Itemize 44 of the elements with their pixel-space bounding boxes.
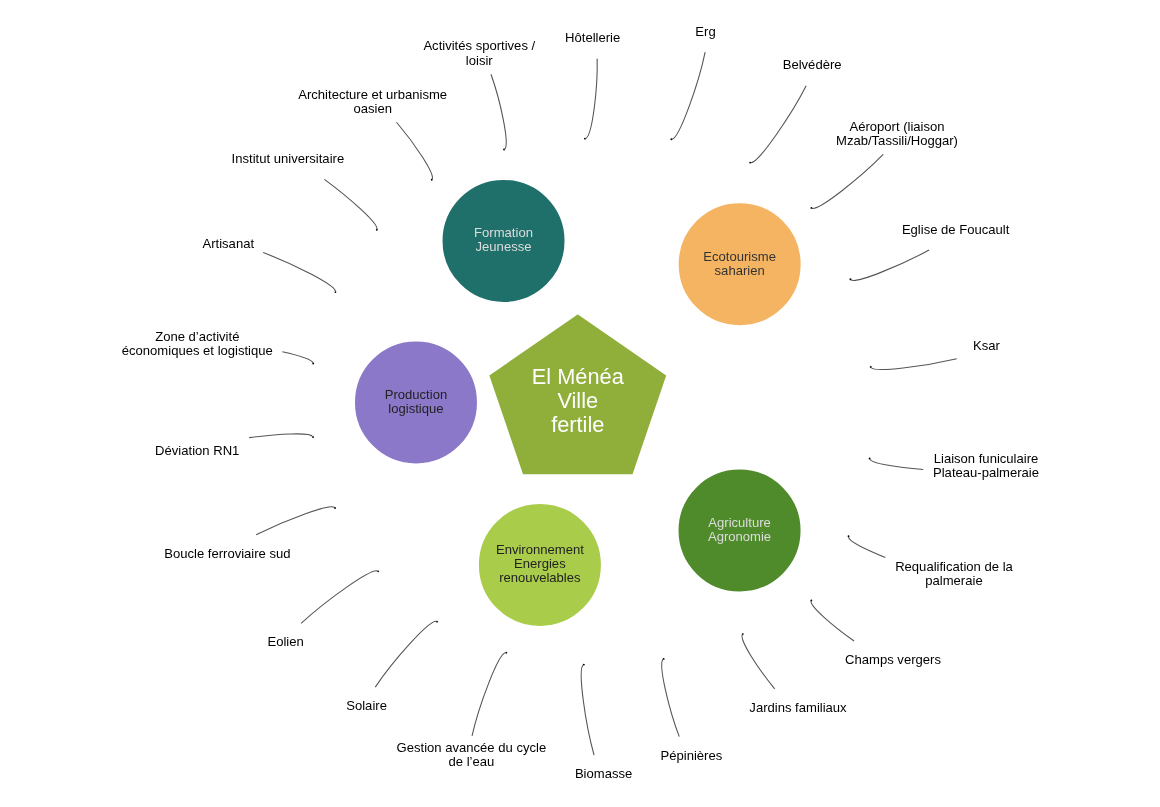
node-text: Solaire	[345, 698, 387, 714]
node-text: Pépinières	[660, 748, 722, 764]
node-text: Aéroport (liaison Mzab/Tassili/Hoggar)	[835, 118, 958, 149]
connector	[281, 351, 314, 364]
connector	[395, 121, 433, 180]
node-text: Architecture et urbanisme oasien	[297, 86, 447, 116]
connector	[262, 251, 336, 293]
node-text: Ksar	[972, 338, 1000, 354]
connector	[471, 652, 506, 737]
node-text: Champs vergers	[844, 652, 941, 668]
connector	[300, 570, 378, 624]
connector	[847, 536, 886, 558]
connector	[323, 178, 378, 230]
node-text: Institut universitaire	[231, 150, 344, 166]
connector	[374, 620, 437, 688]
node-text: Biomasse	[574, 766, 632, 782]
connector	[671, 51, 706, 140]
connector	[849, 249, 930, 281]
node-text: Liaison funiculaire Plateau-palmeraie	[932, 451, 1039, 481]
node-text: Activités sportives / loisir	[422, 38, 535, 68]
connector	[580, 664, 595, 756]
connector	[869, 358, 957, 371]
node-text: Artisanat	[202, 235, 254, 251]
node-text: Requalification de la palmeraie	[894, 559, 1013, 589]
connector	[489, 73, 507, 150]
connector	[248, 433, 313, 439]
node-text: Boucle ferroviaire sud	[163, 545, 291, 561]
node-text: Eglise de Foucault	[901, 221, 1009, 237]
node-text: Eolien	[266, 634, 304, 650]
connector	[810, 153, 884, 209]
node-text: Zone d’activité économiques et logistique	[121, 329, 273, 359]
node-text: Belvédère	[782, 57, 842, 73]
connector	[810, 600, 855, 642]
connector	[255, 506, 335, 536]
node-text: Hôtellerie	[564, 30, 620, 46]
node-text: Gestion avancée du cycle de l’eau	[396, 740, 546, 770]
node-text: Erg	[694, 23, 716, 39]
connector	[868, 458, 924, 471]
node-text: Déviation RN1	[154, 442, 239, 458]
connector	[584, 58, 598, 140]
connector	[660, 658, 680, 738]
connector	[749, 85, 807, 164]
node-text: Jardins familiaux	[748, 700, 847, 716]
connector	[740, 634, 775, 690]
